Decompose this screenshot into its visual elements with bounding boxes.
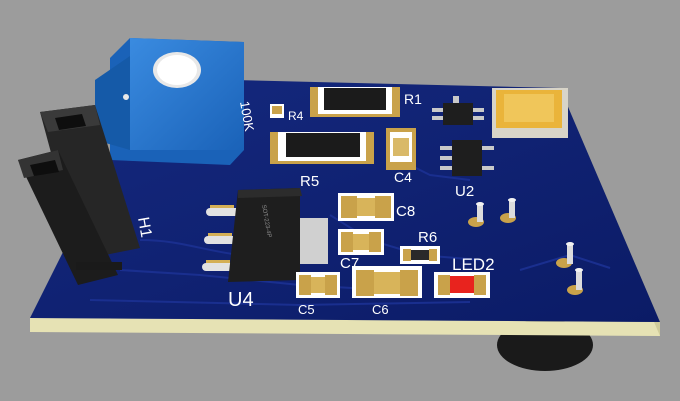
label-led2: LED2	[452, 255, 495, 274]
resistor-r5	[270, 132, 374, 164]
capacitor-c5	[296, 272, 340, 298]
capacitor-c7	[338, 229, 384, 255]
label-u4: U4	[228, 289, 254, 311]
capacitor-c8	[338, 193, 394, 221]
resistor-r4	[270, 104, 284, 118]
through-hole-pins-mid	[468, 198, 516, 227]
through-hole-pins-right	[556, 242, 583, 295]
pin-header-h1	[18, 105, 140, 285]
chip-marking: SOT-223-4P	[260, 204, 272, 238]
capacitor-c4	[386, 128, 416, 170]
label-pot-value: 100K	[237, 100, 257, 133]
label-c6: C6	[372, 302, 389, 317]
potentiometer	[95, 38, 244, 165]
label-r5: R5	[300, 173, 319, 190]
label-c8: C8	[396, 203, 415, 220]
label-r1: R1	[404, 91, 422, 107]
resistor-r1	[310, 87, 400, 117]
board-edge	[30, 318, 660, 336]
white-led	[492, 88, 568, 138]
resistor-r6	[400, 246, 440, 264]
transistor-top	[432, 96, 484, 125]
led-led2	[434, 272, 490, 298]
capacitor-c6	[352, 266, 422, 298]
label-r4: R4	[288, 109, 304, 123]
label-r6: R6	[418, 229, 437, 246]
label-c4: C4	[394, 169, 412, 185]
ic-u2	[440, 140, 494, 176]
label-u2: U2	[455, 183, 474, 200]
regulator-u4	[202, 188, 328, 282]
label-h1: H1	[134, 216, 154, 239]
label-c5: C5	[298, 302, 315, 317]
